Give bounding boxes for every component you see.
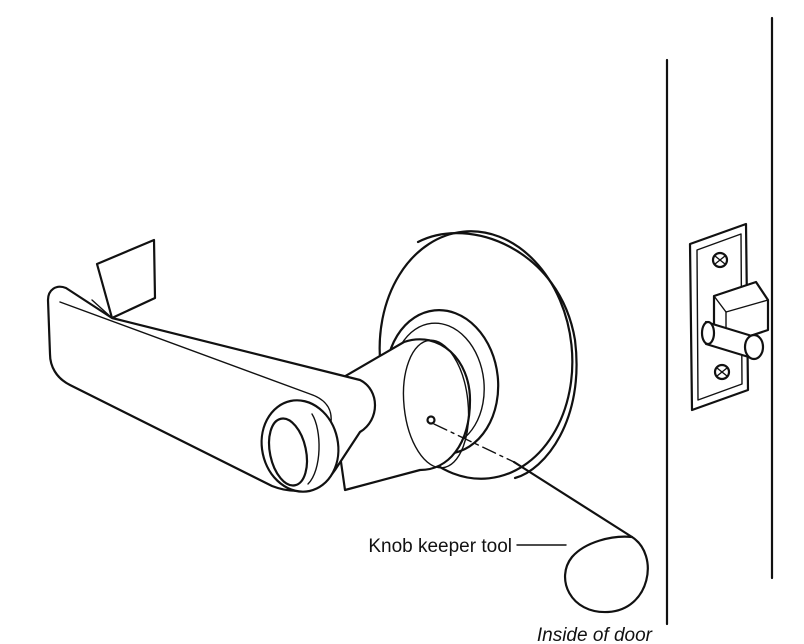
latch-bolt bbox=[700, 280, 770, 361]
alignment-line bbox=[433, 423, 515, 463]
thumb-turn-icon bbox=[260, 399, 340, 493]
knob-keeper-tool bbox=[512, 460, 649, 614]
faceplate-screw-bottom-icon bbox=[713, 363, 731, 381]
inside-of-door-label: Inside of door bbox=[537, 625, 653, 644]
faceplate-screw-top-icon bbox=[711, 251, 729, 269]
latch-faceplate bbox=[688, 222, 770, 412]
lever-handle bbox=[46, 238, 472, 493]
keeper-hole bbox=[426, 415, 436, 425]
knob-keeper-tool-label: Knob keeper tool bbox=[368, 536, 512, 557]
